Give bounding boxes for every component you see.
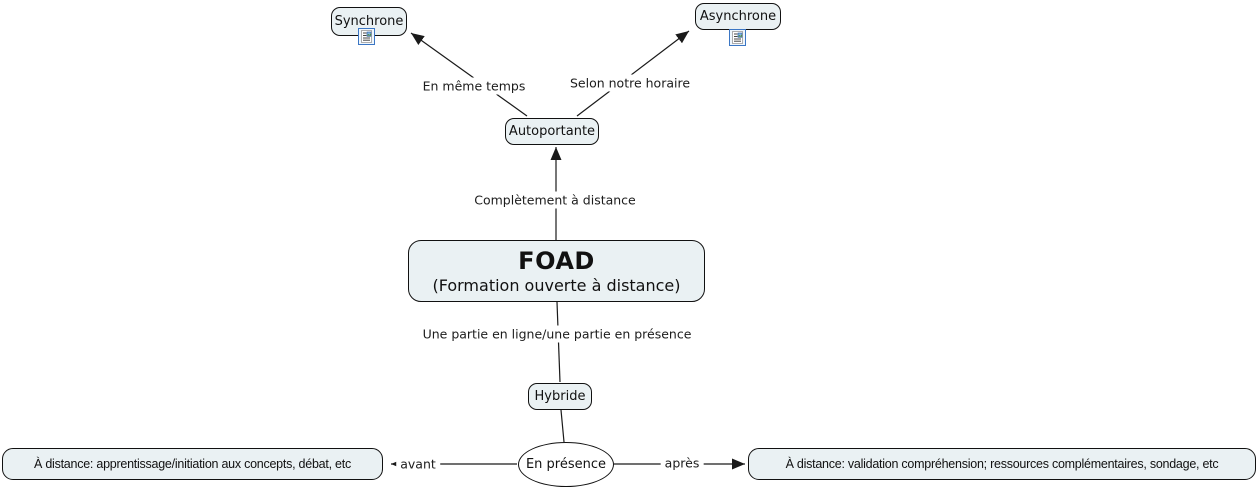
- link-label-selon-notre-horaire: Selon notre horaire: [565, 74, 695, 92]
- node-asynchrone[interactable]: Asynchrone: [695, 3, 781, 30]
- node-autoportante-label: Autoportante: [508, 124, 596, 139]
- node-foad-subtitle: (Formation ouverte à distance): [432, 276, 681, 295]
- node-en-presence[interactable]: En présence: [518, 442, 614, 487]
- node-synchrone-label: Synchrone: [334, 14, 404, 29]
- node-distance-apres[interactable]: À distance: validation compréhension; re…: [748, 448, 1256, 480]
- resource-document-icon[interactable]: [358, 28, 375, 45]
- node-asynchrone-label: Asynchrone: [699, 9, 777, 24]
- link-line-autoportante-asynchrone: [576, 30, 690, 117]
- node-distance-avant-label: À distance: apprentissage/initiation aux…: [34, 457, 351, 471]
- link-label-une-partie: Une partie en ligne/une partie en présen…: [418, 325, 696, 343]
- node-distance-apres-label: À distance: validation compréhension; re…: [785, 457, 1219, 471]
- node-hybride[interactable]: Hybride: [528, 383, 592, 410]
- link-label-completement-a-distance: Complètement à distance: [470, 191, 640, 209]
- link-label-en-meme-temps: En même temps: [418, 77, 530, 95]
- link-label-avant: avant: [396, 455, 440, 473]
- link-line-autoportante-synchrone: [410, 32, 528, 117]
- node-autoportante[interactable]: Autoportante: [505, 118, 599, 145]
- node-hybride-label: Hybride: [534, 389, 586, 404]
- link-label-apres: après: [660, 454, 704, 472]
- link-line-hybride-enpresence: [560, 409, 565, 443]
- resource-document-icon[interactable]: [729, 29, 746, 46]
- node-foad-title: FOAD: [518, 247, 595, 275]
- node-en-presence-label: En présence: [525, 457, 607, 472]
- node-foad[interactable]: FOAD (Formation ouverte à distance): [408, 240, 705, 302]
- node-distance-avant[interactable]: À distance: apprentissage/initiation aux…: [2, 448, 383, 480]
